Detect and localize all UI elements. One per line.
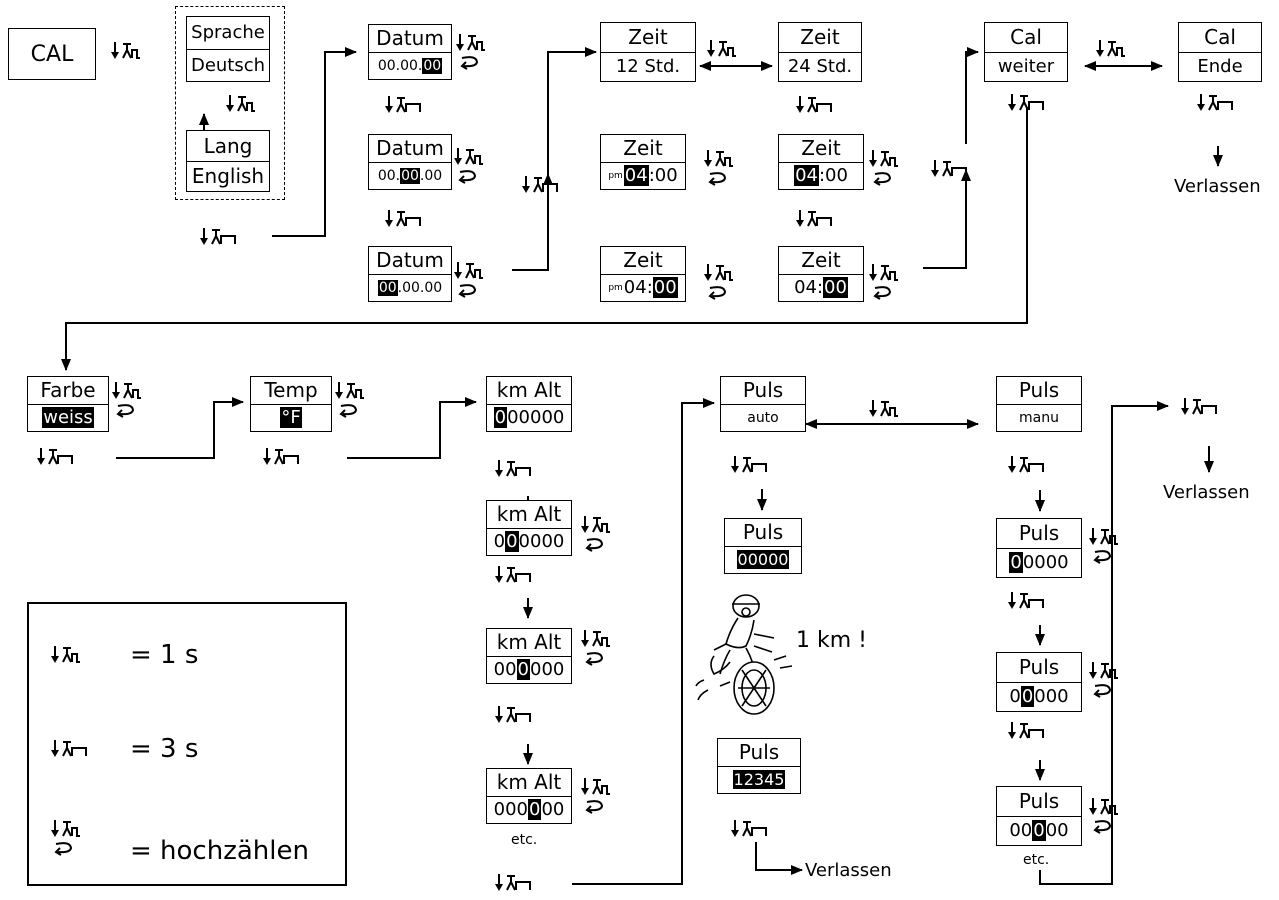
date-title: Datum [369,25,451,53]
date-year-value: 00.00.00 [369,275,451,302]
time-24-minutes-box: Zeit 04:00 [778,246,864,302]
language-german-title: Sprache [187,17,269,50]
temp-value: °F [251,405,331,432]
km-alt-title: km Alt [487,501,571,529]
time-12h-value: 12 Std. [601,53,695,82]
motorcycle-rider-illustration [694,590,798,718]
km-alt-title: km Alt [487,377,571,405]
time-title: Zeit [779,23,861,53]
pulse-manual-box: Puls manu [996,376,1082,432]
cal-continue-value: weiter [985,53,1067,82]
pulse-title: Puls [718,739,800,767]
pulse-km-note: 1 km ! [796,628,867,653]
cal-title: Cal [1179,23,1261,53]
pulse-manual-etc: etc. [1023,852,1049,868]
legend-short-label: = 1 s [130,640,198,670]
pulse-title: Puls [725,519,801,547]
pulse-auto-count-value: 12345 [718,767,800,794]
date-title: Datum [369,135,451,163]
km-alt-title: km Alt [487,769,571,797]
time-title: Zeit [601,247,685,275]
km-alt-title: km Alt [487,629,571,657]
cal-continue-box: Cal weiter [984,22,1068,82]
date-day-box: Datum 00.00.00 [368,24,452,80]
color-title: Farbe [28,377,108,405]
time-12h-box: Zeit 12 Std. [600,22,696,82]
cal-exit-label: Verlassen [1174,176,1261,197]
long-press-icon [50,738,94,762]
cal-label: CAL [9,29,95,79]
date-title: Datum [369,247,451,275]
count-up-icon [50,818,90,862]
pulse-auto-exit-label: Verlassen [805,860,892,881]
time-title: Zeit [601,23,695,53]
pulse-title: Puls [997,787,1081,817]
time-title: Zeit [779,247,863,275]
date-year-box: Datum 00.00.00 [368,246,452,302]
date-day-value: 00.00.00 [369,53,451,80]
cal-start-box: CAL [8,28,96,80]
cal-title: Cal [985,23,1067,53]
language-english-box: Lang English [186,130,270,192]
pulse-auto-box: Puls auto [720,376,806,432]
date-month-value: 00.00.00 [369,163,451,190]
language-german-value: Deutsch [187,50,269,82]
pulse-title: Puls [997,519,1081,549]
pulse-title: Puls [997,377,1081,405]
pulse-auto-zero-box: Puls 00000 [724,518,802,574]
color-value: weiss [28,405,108,432]
time-24-minutes-value: 04:00 [779,275,863,302]
date-month-box: Datum 00.00.00 [368,134,452,190]
pulse-auto-count-box: Puls 12345 [717,738,801,794]
pulse-manual-mode: manu [997,405,1081,432]
pulse-title: Puls [997,653,1081,683]
pulse-title: Puls [721,377,805,405]
language-english-value: English [187,162,269,192]
time-24h-value: 24 Std. [779,53,861,82]
legend-count-up-label: = hochzählen [130,836,309,866]
km-alt-etc: etc. [511,832,537,848]
time-24h-box: Zeit 24 Std. [778,22,862,82]
temp-box: Temp °F [250,376,332,432]
cal-end-box: Cal Ende [1178,22,1262,82]
short-press-icon [50,644,90,668]
time-title: Zeit [601,135,685,163]
language-german-box: Sprache Deutsch [186,16,270,82]
cal-end-value: Ende [1179,53,1261,82]
pulse-manual-exit-label: Verlassen [1163,482,1250,503]
temp-title: Temp [251,377,331,405]
pulse-auto-mode: auto [721,405,805,432]
legend-long-label: = 3 s [130,734,198,764]
time-24-hours-box: Zeit 04:00 [778,134,864,190]
time-title: Zeit [779,135,863,163]
pulse-auto-zero-value: 00000 [725,547,801,574]
language-english-title: Lang [187,131,269,162]
color-box: Farbe weiss [27,376,109,432]
time-24-hours-value: 04:00 [779,163,863,190]
